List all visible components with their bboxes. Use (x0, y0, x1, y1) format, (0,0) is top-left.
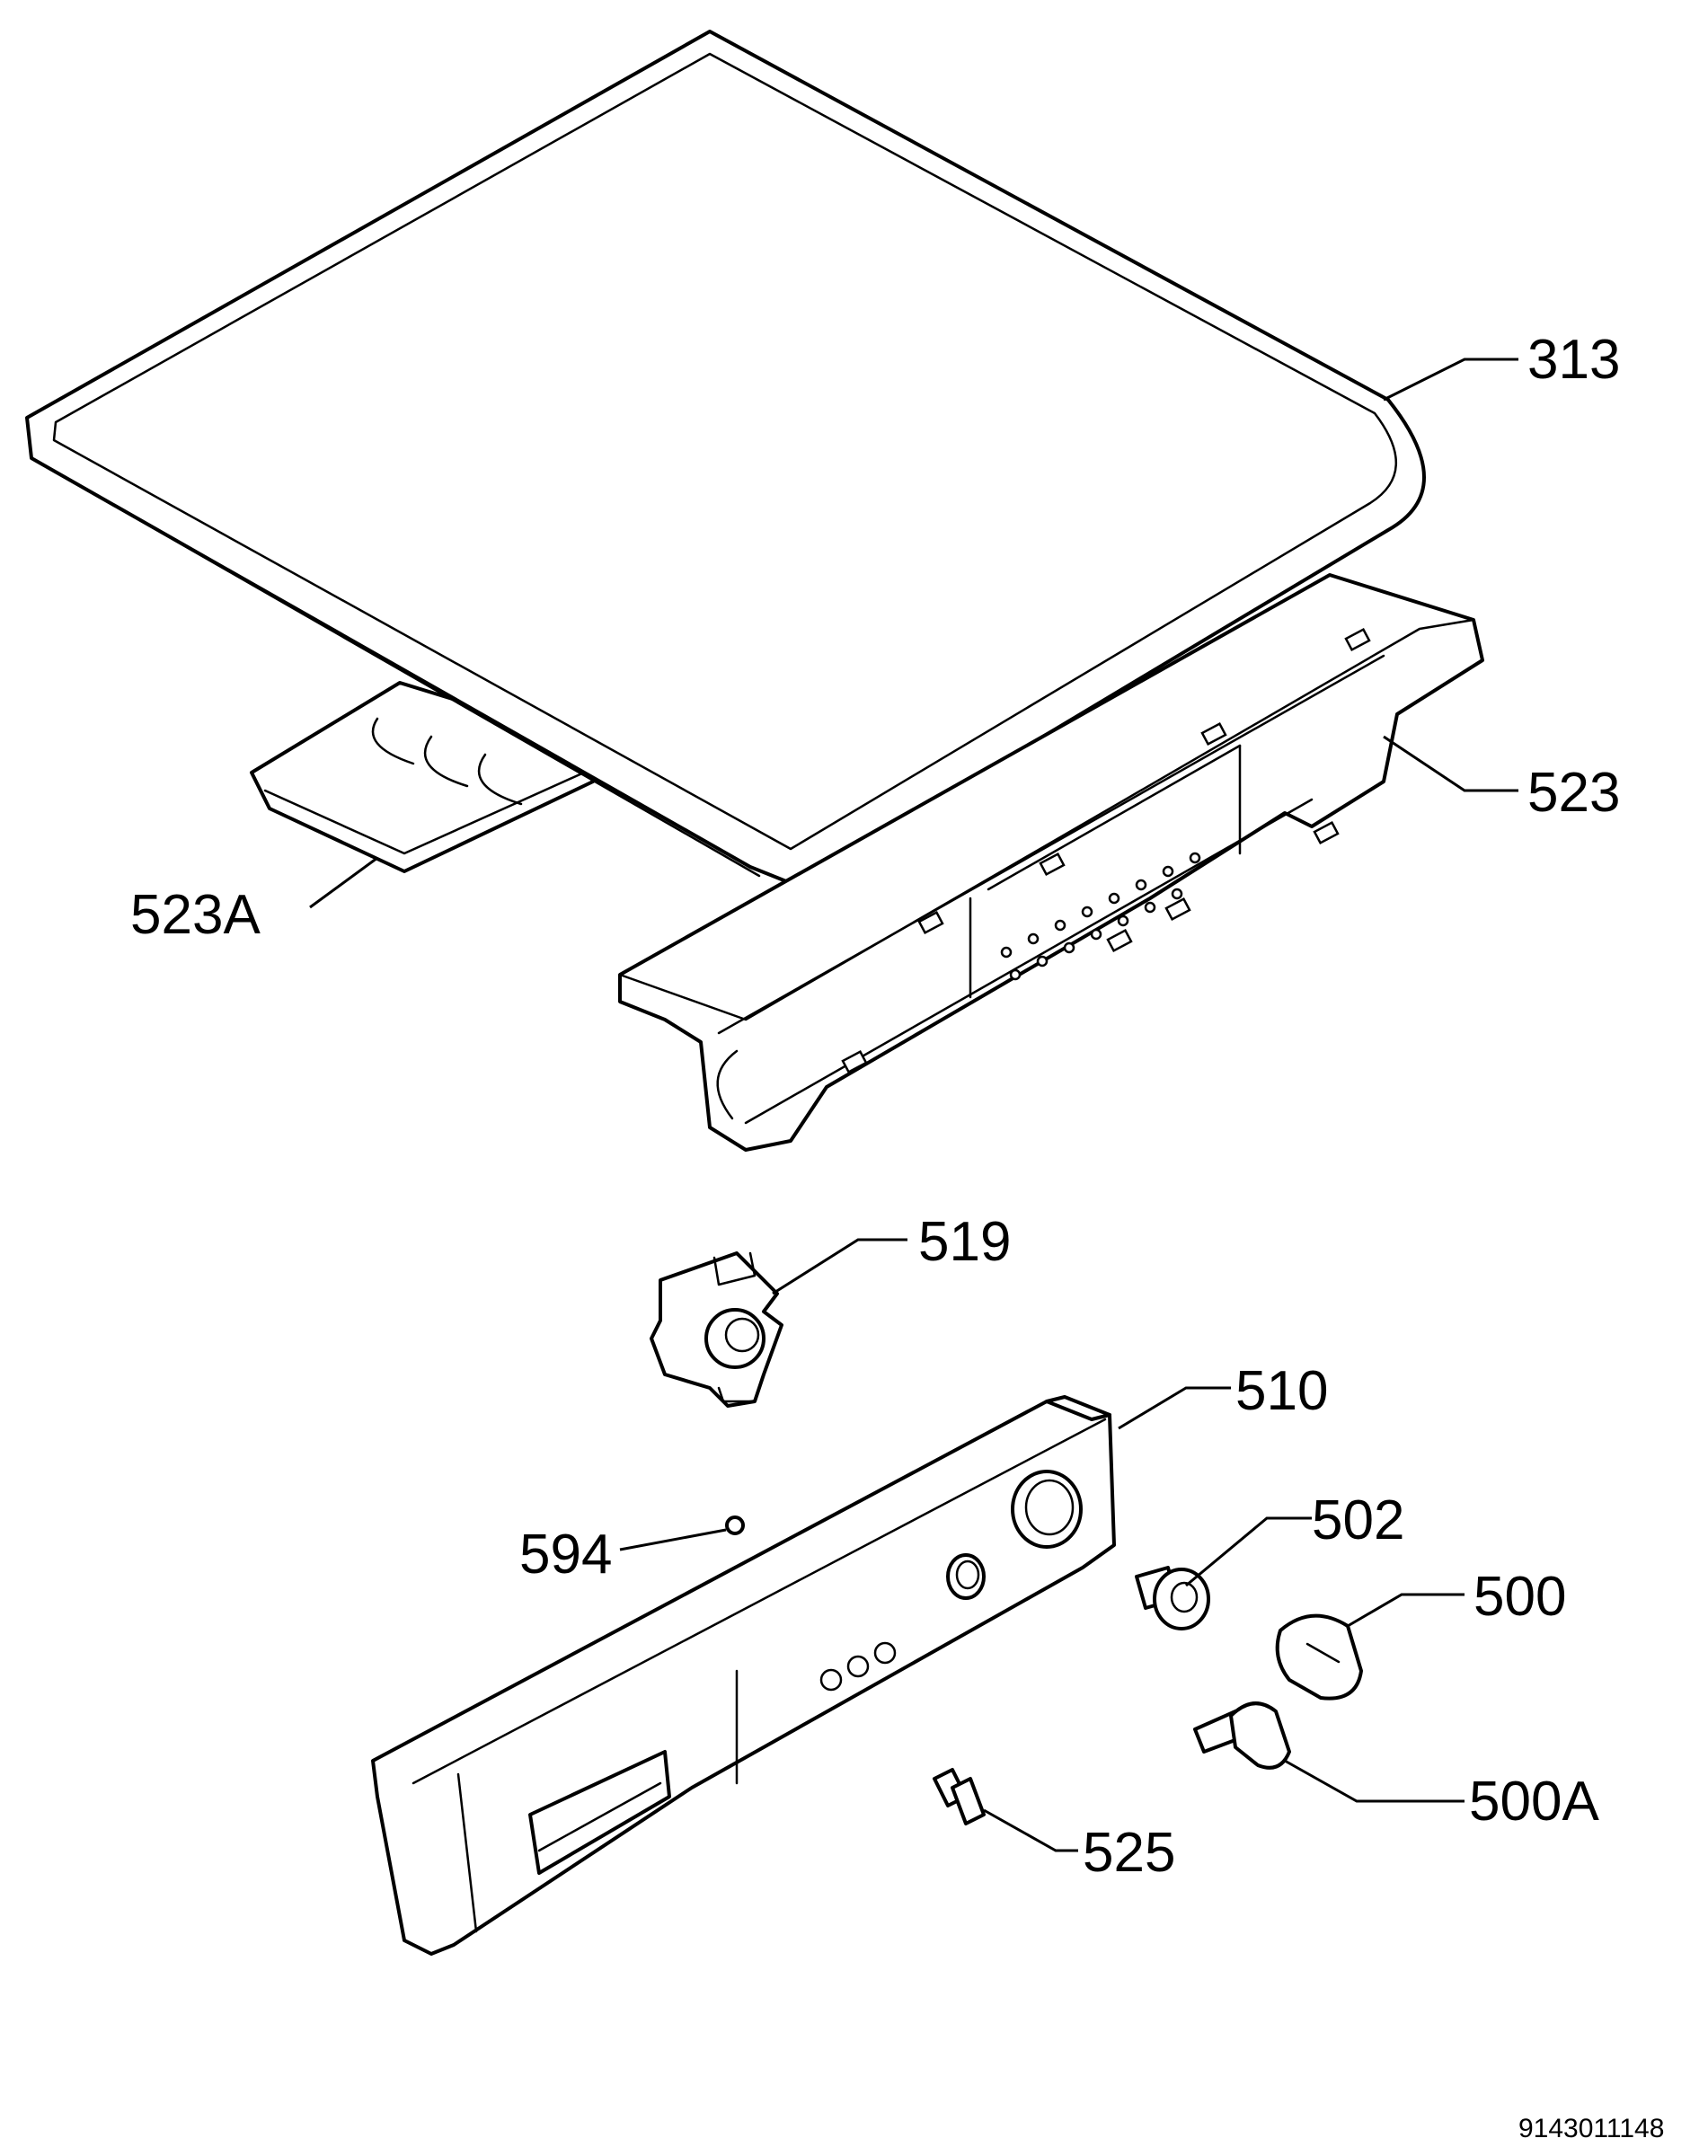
leader-500 (1347, 1593, 1465, 1628)
leader-313 (1383, 358, 1518, 402)
label-500: 500 (1473, 1566, 1567, 1628)
label-594: 594 (519, 1524, 613, 1586)
indicator-lens-part (725, 1515, 745, 1535)
leader-510 (1118, 1386, 1231, 1430)
leader-500A (1284, 1759, 1465, 1803)
switch-bracket-part (650, 1251, 783, 1408)
leader-lines (309, 358, 1518, 1852)
lid-part (25, 30, 1426, 887)
document-number: 9143011148 (1518, 2114, 1665, 2143)
control-panel-part (371, 1395, 1116, 1956)
program-knob-part (1275, 1613, 1363, 1701)
label-500A: 500A (1469, 1771, 1599, 1833)
leader-594 (619, 1528, 727, 1551)
leader-523 (1383, 735, 1518, 792)
dispenser-housing-part (618, 573, 1484, 1152)
label-510: 510 (1235, 1360, 1329, 1422)
push-rod-part (933, 1768, 986, 1825)
leader-502 (1185, 1516, 1312, 1587)
leader-523A (309, 856, 378, 909)
leader-525 (983, 1808, 1078, 1852)
label-519: 519 (918, 1211, 1012, 1273)
knob-insert-part (1135, 1566, 1210, 1630)
label-313: 313 (1527, 329, 1621, 391)
label-502: 502 (1312, 1489, 1405, 1551)
label-523A: 523A (130, 884, 261, 946)
knob-variant-part (1193, 1701, 1291, 1770)
leader-519 (772, 1238, 907, 1295)
label-525: 525 (1083, 1822, 1176, 1884)
label-523: 523 (1527, 762, 1621, 824)
